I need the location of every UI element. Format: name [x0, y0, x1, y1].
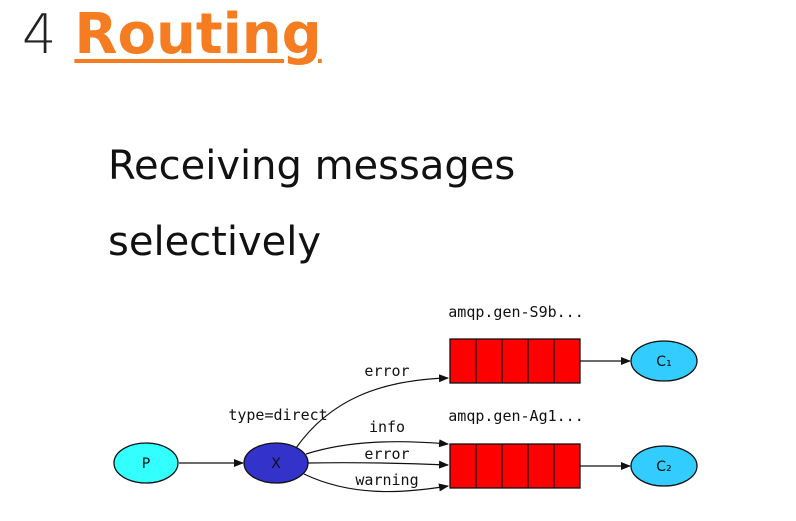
binding-label: info [369, 418, 405, 436]
slide-subtitle: Receiving messages selectively [108, 143, 516, 265]
consumer-node: C₂ [630, 445, 698, 487]
consumer-label: C₂ [656, 459, 671, 475]
producer-node: P [113, 442, 179, 484]
exchange-type-label: type=direct [228, 406, 327, 424]
consumer-node: C₁ [630, 340, 698, 382]
binding-arrow-info [305, 439, 449, 455]
queue-name: amqp.gen-Ag1... [448, 407, 583, 425]
binding-arrow-error-queue2 [307, 460, 449, 469]
binding-arrow-error-queue1 [295, 374, 449, 449]
queue-name: amqp.gen-S9b... [448, 303, 583, 321]
binding-label: error [364, 362, 409, 380]
binding-label: warning [355, 471, 418, 489]
exchange-node: X [243, 442, 309, 484]
section-number: 4 [22, 3, 57, 66]
producer-label: P [142, 456, 150, 472]
queue-box [449, 338, 581, 384]
consumer-label: C₁ [656, 354, 671, 370]
slide-heading: 4 Routing [22, 2, 322, 82]
exchange-label: X [271, 456, 281, 472]
binding-label: error [364, 445, 409, 463]
queue-box [449, 443, 581, 489]
binding-arrow-warning [303, 473, 449, 493]
routing-title-link[interactable]: Routing [74, 2, 322, 67]
